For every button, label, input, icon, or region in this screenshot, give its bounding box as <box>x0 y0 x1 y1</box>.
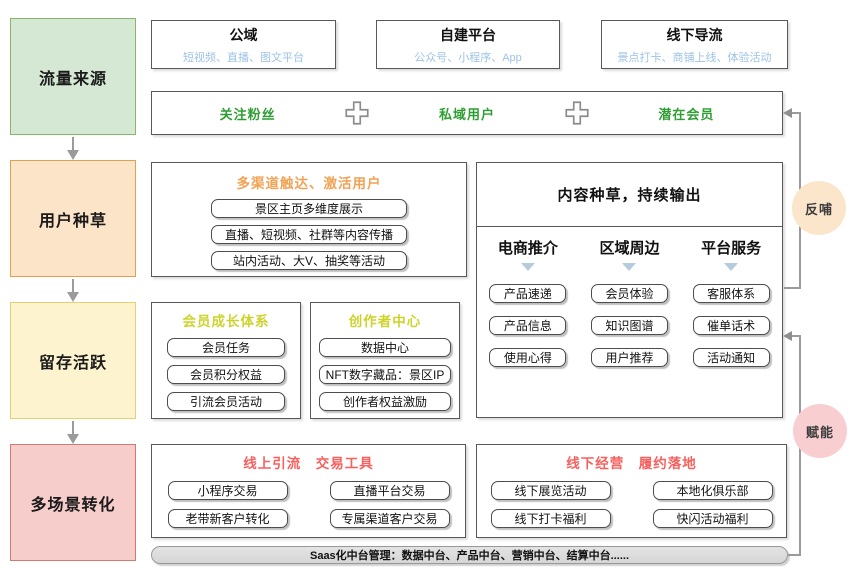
conversion-item: 线下打卡福利 <box>490 509 611 528</box>
multichannel-title: 多渠道触达、激活用户 <box>236 176 382 191</box>
empower-badge-label: 赋能 <box>805 424 834 440</box>
stage-label: 留存活跃 <box>38 354 107 372</box>
stage-label: 多场景转化 <box>30 496 116 514</box>
conversion-item: 快闪活动福利 <box>652 509 773 528</box>
empower-line-top <box>791 335 801 337</box>
creator-title: 创作者中心 <box>348 314 422 329</box>
audience-private-label: 私域用户 <box>438 106 495 122</box>
source-subtitle: 短视频、直播、图文平台 <box>183 51 304 64</box>
source-public-domain: 公域 短视频、直播、图文平台 <box>151 20 336 69</box>
triangle-down-icon <box>520 263 535 271</box>
multichannel-item: 直播、短视频、社群等内容传播 <box>211 225 407 244</box>
content-item: 催单话术 <box>692 316 770 335</box>
source-subtitle: 景点打卡、商铺上线、体验活动 <box>617 51 772 64</box>
empower-line-bottom <box>788 554 801 556</box>
column-platform-service: 平台服务 客服体系 催单话术 活动通知 <box>680 237 782 367</box>
source-owned-platform: 自建平台 公众号、小程序、App <box>376 20 560 69</box>
audience-potential-label: 潜在会员 <box>658 106 715 122</box>
arrow-head <box>67 150 79 160</box>
membership-growth-panel: 会员成长体系 会员任务 会员积分权益 引流会员活动 <box>151 302 301 419</box>
flow-down-arrow <box>66 421 80 444</box>
stage-retention: 留存活跃 <box>10 302 136 419</box>
conversion-item: 本地化俱乐部 <box>652 481 773 500</box>
creator-item: NFT数字藏品：景区IP <box>319 365 451 384</box>
feedback-line-bottom <box>784 287 801 289</box>
offline-conversion-panel: 线下经营 履约落地 线下展览活动 本地化俱乐部 线下打卡福利 快闪活动福利 <box>476 444 787 538</box>
multichannel-panel: 多渠道触达、激活用户 景区主页多维度展示 直播、短视频、社群等内容传播 站内活动… <box>151 162 467 277</box>
triangle-down-icon <box>724 263 739 271</box>
conversion-item: 线下展览活动 <box>490 481 611 500</box>
saas-platform-text: Saas化中台管理：数据中台、产品中台、营销中台、结算中台...... <box>309 550 630 562</box>
content-item: 产品信息 <box>489 316 567 335</box>
column-region: 区域周边 会员体验 知识图谱 用户推荐 <box>579 237 681 367</box>
column-header: 区域周边 <box>599 240 660 257</box>
membership-item: 会员任务 <box>167 338 285 357</box>
column-header: 平台服务 <box>701 240 762 257</box>
arrow-shaft <box>72 137 74 151</box>
content-output-title: 内容种草，持续输出 <box>477 163 782 227</box>
plus-icon <box>343 99 371 127</box>
arrow-shaft <box>72 279 74 293</box>
content-item: 会员体验 <box>590 284 668 303</box>
source-title: 线下导流 <box>666 26 723 43</box>
stage-conversion: 多场景转化 <box>10 444 136 561</box>
feedback-badge: 反哺 <box>792 181 846 235</box>
membership-title: 会员成长体系 <box>182 314 270 329</box>
saas-platform-bar: Saas化中台管理：数据中台、产品中台、营销中台、结算中台...... <box>151 546 788 564</box>
stage-label: 流量来源 <box>38 70 107 88</box>
audience-sum-row: 关注粉丝 私域用户 潜在会员 <box>151 91 783 135</box>
content-item: 客服体系 <box>692 284 770 303</box>
content-item: 活动通知 <box>692 348 770 367</box>
plus-icon <box>563 99 591 127</box>
content-item: 产品速递 <box>489 284 567 303</box>
feedback-badge-label: 反哺 <box>804 201 833 217</box>
arrow-head <box>67 292 79 302</box>
source-subtitle: 公众号、小程序、App <box>414 51 522 64</box>
flow-down-arrow <box>66 137 80 160</box>
arrow-left-icon <box>783 108 792 118</box>
feedback-line-top <box>791 112 801 114</box>
membership-item: 引流会员活动 <box>167 392 285 411</box>
arrow-left-icon <box>783 331 792 341</box>
conversion-item: 老带新客户转化 <box>167 509 288 528</box>
empower-badge: 赋能 <box>793 404 847 458</box>
source-title: 公域 <box>229 26 258 43</box>
content-output-panel: 内容种草，持续输出 电商推介 产品速递 产品信息 使用心得 区域周边 会员体验 … <box>476 162 783 418</box>
conversion-item: 小程序交易 <box>167 481 288 500</box>
arrow-head <box>67 434 79 444</box>
stage-label: 用户种草 <box>38 212 107 230</box>
membership-item: 会员积分权益 <box>167 365 285 384</box>
creator-center-panel: 创作者中心 数据中心 NFT数字藏品：景区IP 创作者权益激励 <box>310 302 460 419</box>
source-title: 自建平台 <box>440 26 496 43</box>
stage-traffic-source: 流量来源 <box>10 18 136 135</box>
content-item: 用户推荐 <box>590 348 668 367</box>
content-item: 知识图谱 <box>590 316 668 335</box>
flow-down-arrow <box>66 279 80 302</box>
triangle-down-icon <box>622 263 637 271</box>
audience-fans-label: 关注粉丝 <box>219 106 276 122</box>
stage-user-seeding: 用户种草 <box>10 160 136 277</box>
conversion-item: 直播平台交易 <box>329 481 450 500</box>
conversion-item: 专属渠道客户交易 <box>329 509 450 528</box>
multichannel-item: 站内活动、大V、抽奖等活动 <box>211 251 407 270</box>
arrow-shaft <box>72 421 74 435</box>
offline-conversion-title: 线下经营 履约落地 <box>566 456 697 471</box>
content-columns: 电商推介 产品速递 产品信息 使用心得 区域周边 会员体验 知识图谱 用户推荐 … <box>477 227 782 367</box>
creator-item: 数据中心 <box>319 338 451 357</box>
content-item: 使用心得 <box>489 348 567 367</box>
multichannel-item: 景区主页多维度展示 <box>211 199 407 218</box>
column-ecommerce: 电商推介 产品速递 产品信息 使用心得 <box>477 237 579 367</box>
column-header: 电商推介 <box>497 240 558 257</box>
source-offline-diversion: 线下导流 景点打卡、商铺上线、体验活动 <box>601 20 788 69</box>
online-conversion-grid: 小程序交易 直播平台交易 老带新客户转化 专属渠道客户交易 <box>167 481 450 528</box>
creator-item: 创作者权益激励 <box>319 392 451 411</box>
offline-conversion-grid: 线下展览活动 本地化俱乐部 线下打卡福利 快闪活动福利 <box>490 481 773 528</box>
online-conversion-title: 线上引流 交易工具 <box>243 456 374 471</box>
online-conversion-panel: 线上引流 交易工具 小程序交易 直播平台交易 老带新客户转化 专属渠道客户交易 <box>151 444 466 538</box>
